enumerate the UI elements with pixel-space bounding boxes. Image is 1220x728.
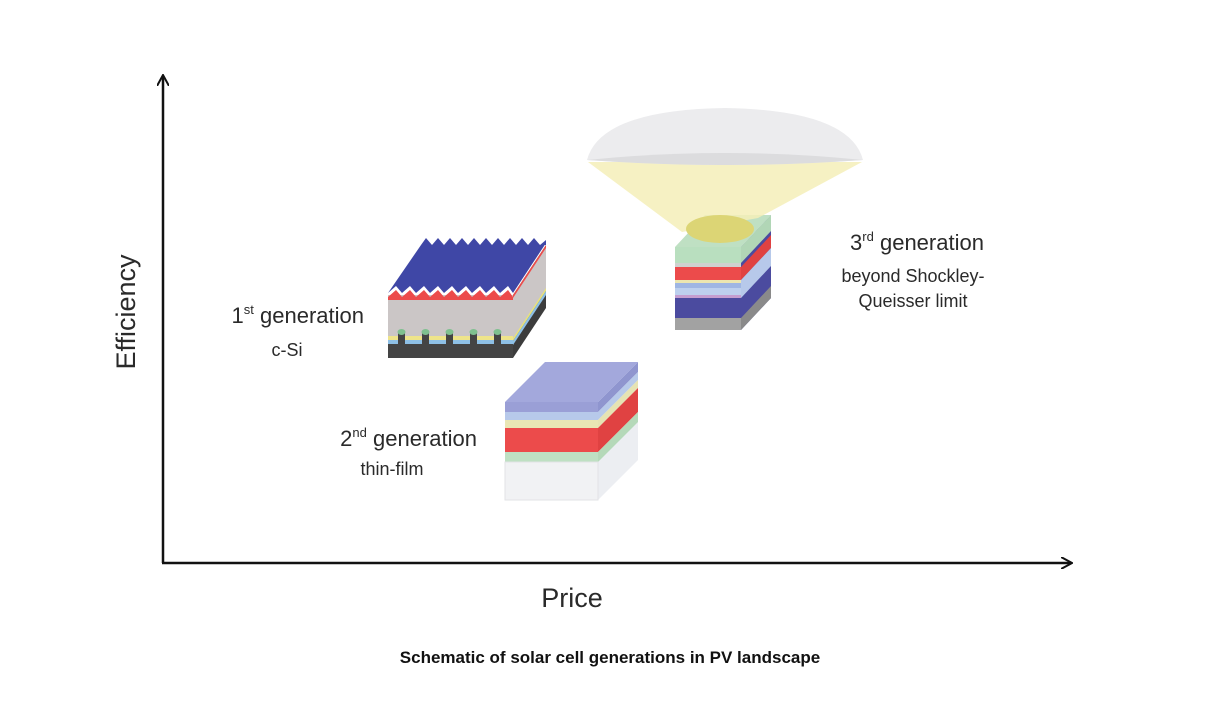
first-gen-label: 1st generation [232, 302, 364, 328]
light-cone [588, 162, 862, 232]
third-gen-sub-1: beyond Shockley- [841, 266, 984, 286]
focus-spot [686, 215, 754, 243]
third-gen-cell [587, 108, 863, 330]
y-axis-label: Efficiency [111, 254, 141, 370]
second-gen-cell [504, 362, 638, 501]
second-gen-label: 2nd generation [340, 425, 477, 451]
lens [587, 108, 863, 165]
first-gen-sub: c-Si [272, 340, 303, 360]
first-gen-cell [388, 238, 546, 358]
x-axis-label: Price [541, 583, 603, 613]
second-gen-sub: thin-film [360, 459, 423, 479]
third-gen-label: 3rd generation [850, 229, 984, 255]
caption: Schematic of solar cell generations in P… [400, 648, 820, 667]
third-gen-sub-2: Queisser limit [858, 291, 967, 311]
